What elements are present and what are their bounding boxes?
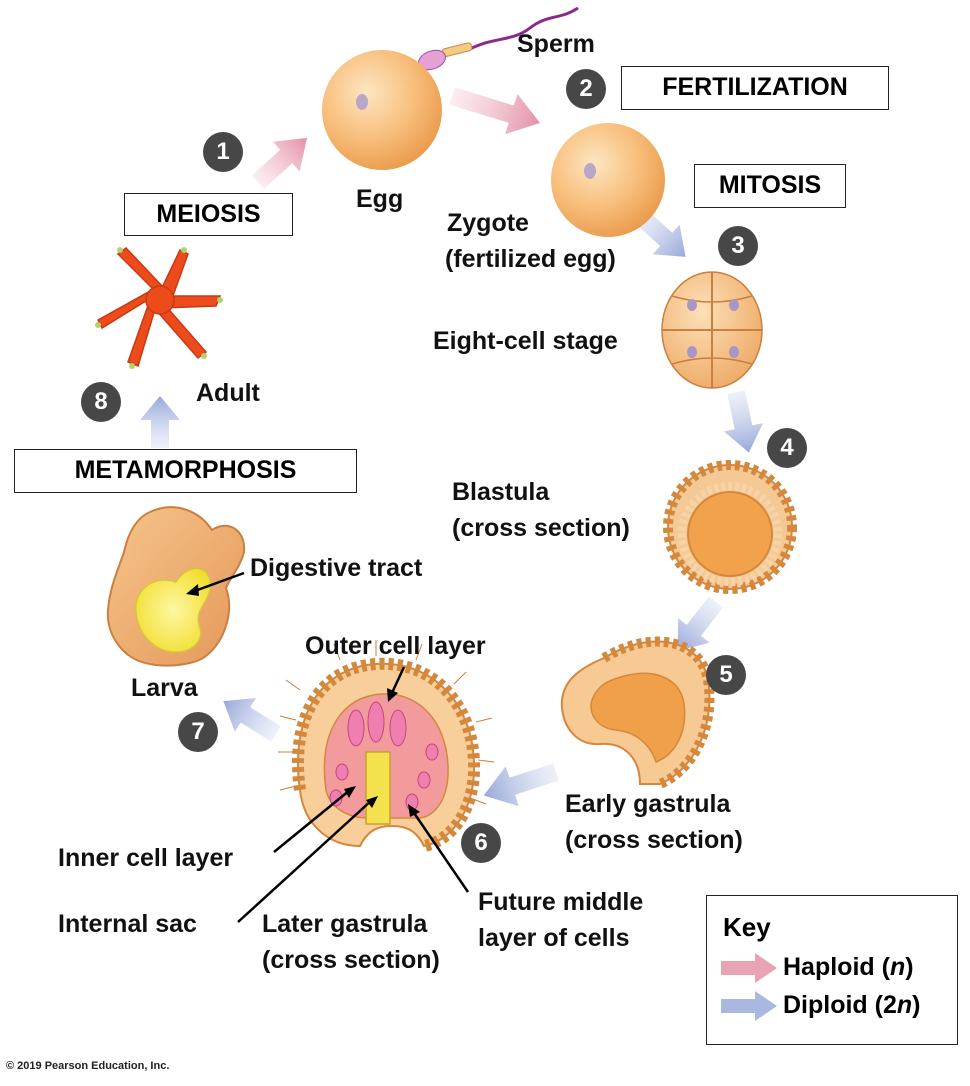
blastula-label: Blastula [452,478,550,506]
adult-label: Adult [196,379,260,407]
zygote-label: Zygote [447,209,529,237]
future-middle-layer-sublabel: layer of cells [478,924,630,952]
arrow-meiosis [251,137,308,189]
early-gastrula [560,636,715,789]
step-2-badge: 2 [566,69,606,109]
diploid-label-pre: Diploid (2 [783,991,897,1019]
blastula-sublabel: (cross section) [452,514,630,542]
step-4-badge: 4 [767,428,807,468]
blastula [663,460,797,594]
arrow-step-7 [223,697,281,742]
eight-cell-embryo [661,271,763,389]
arrow-step-5 [677,596,724,651]
outer-cell-layer-label: Outer cell layer [305,632,486,660]
step-8-badge: 8 [81,382,121,422]
inner-cell-layer-label: Inner cell layer [58,844,234,872]
arrow-step-8 [140,396,180,448]
meiosis-box: MEIOSIS [124,193,293,236]
zygote-cell [551,123,665,237]
step-3-badge: 3 [718,226,758,266]
digestive-tract-label: Digestive tract [250,554,423,582]
step-1-badge: 1 [203,132,243,172]
internal-sac-label: Internal sac [58,910,197,938]
eight-cell-label: Eight-cell stage [433,327,618,355]
step-7-badge: 7 [178,712,218,752]
arrow-step-6 [483,763,559,807]
arrow-fertilization [449,87,540,135]
adult-starfish [95,246,223,369]
egg-cell [322,50,442,170]
haploid-label-post: ) [905,953,914,981]
mitosis-box: MITOSIS [694,164,846,208]
leader-lines [191,571,470,923]
haploid-arrow-icon [721,953,777,984]
later-gastrula-sublabel: (cross section) [262,946,440,974]
key-title: Key [723,912,771,942]
diploid-arrow-icon [721,991,777,1022]
early-gastrula-sublabel: (cross section) [565,826,743,854]
key-haploid-row: Haploid (n) [721,953,914,984]
metamorphosis-box: METAMORPHOSIS [14,449,357,493]
zygote-sublabel: (fertilized egg) [445,245,616,273]
fertilization-box: FERTILIZATION [621,66,889,110]
haploid-label-pre: Haploid ( [783,953,890,981]
key-diploid-row: Diploid (2n) [721,991,921,1022]
later-gastrula-label: Later gastrula [262,910,428,938]
haploid-label-var: n [889,953,906,981]
larva [106,506,246,667]
diploid-label-var: n [896,991,913,1019]
egg-label: Egg [356,185,404,213]
legend-key: Key Haploid (n) Diploid (2n) [706,895,958,1045]
sperm-cell [417,6,579,71]
later-gastrula [278,640,495,852]
step-5-badge: 5 [706,655,746,695]
step-6-badge: 6 [461,823,501,863]
sperm-label: Sperm [517,30,595,58]
larva-label: Larva [131,674,198,702]
arrow-step-4 [723,390,764,453]
early-gastrula-label: Early gastrula [565,790,731,818]
future-middle-layer-label: Future middle [478,888,644,916]
copyright-notice: © 2019 Pearson Education, Inc. [6,1060,170,1072]
diploid-label-post: ) [912,991,921,1019]
